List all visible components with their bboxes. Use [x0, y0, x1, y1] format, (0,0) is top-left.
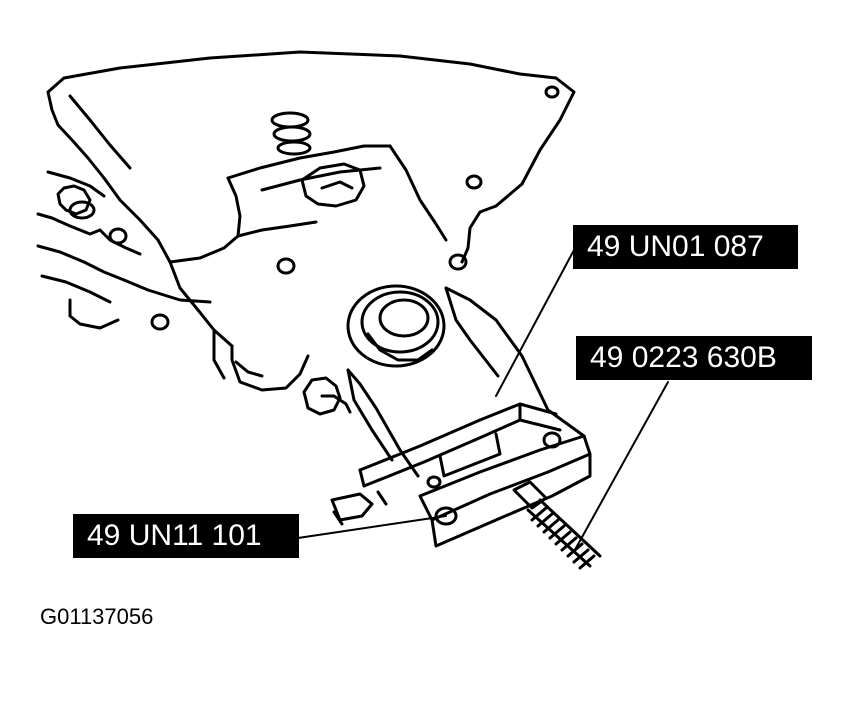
- leader-line-b: [575, 381, 669, 549]
- callout-label-49-0223-630b: 49 0223 630B: [576, 336, 812, 380]
- callout-label-49-un01-087: 49 UN01 087: [573, 225, 798, 269]
- leader-line-a: [495, 249, 575, 397]
- callout-label-49-un11-101: 49 UN11 101: [73, 514, 299, 558]
- seal-puller-tool: [330, 286, 592, 548]
- leader-line-c: [297, 515, 447, 539]
- transmission-housing: [36, 50, 576, 416]
- figure-code: G01137056: [40, 604, 154, 629]
- oil-seal: [346, 284, 446, 368]
- threaded-shaft: [512, 480, 602, 570]
